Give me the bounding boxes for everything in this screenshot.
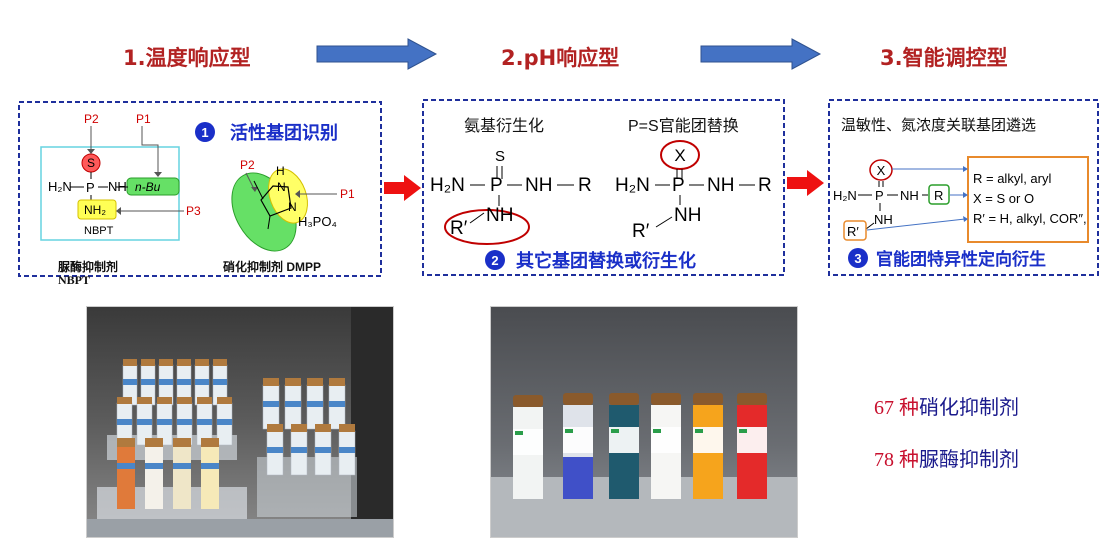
stat-text: 脲酶抑制剂	[919, 449, 1019, 471]
atom-x: X	[877, 163, 886, 178]
atom-h2n-right: H₂N	[615, 175, 650, 196]
heading-active-group: 活性基团识别	[230, 122, 338, 143]
panel-active-group-recognition: S P2 P1 H₂N P NH n-Bu NH₂ P3 NBPT 1 活性基团…	[18, 101, 382, 277]
atom-nh-right: NH	[707, 175, 734, 196]
stat-number: 78	[874, 449, 894, 471]
panel-group-substitution: 氨基衍生化 P=S官能团替换 S H₂N P NH R R′ NH X H₂N …	[422, 99, 785, 276]
stat-unit: 种	[899, 449, 919, 471]
atom-nh-right-lower: NH	[674, 205, 701, 226]
stat-text: 硝化抑制剂	[919, 397, 1019, 419]
atom-r: R	[934, 188, 943, 203]
atom-rprime: R′	[847, 224, 859, 239]
atom-n-bottom: N	[288, 200, 297, 214]
heading-directed-derivatization: 官能团特异性定向衍生	[876, 249, 1046, 269]
label-nbpt-box: NBPT	[84, 225, 114, 237]
arrow-right-icon	[316, 38, 438, 70]
stage-title-3: 3.智能调控型	[880, 46, 1008, 70]
def-line-1: R = alkyl, aryl	[973, 171, 1051, 186]
arrow-right-icon	[384, 175, 421, 201]
badge-number-1: 1	[201, 125, 208, 140]
caption-nbpt: NBPT	[58, 273, 91, 287]
atom-x: X	[674, 146, 685, 165]
atom-h2n: H₂N	[833, 188, 857, 203]
label-amino-derivatization: 氨基衍生化	[464, 117, 544, 135]
atom-nh-lower: NH	[486, 205, 513, 226]
badge-number-3: 3	[854, 251, 861, 266]
arrow-right-icon	[787, 170, 824, 196]
atom-n-top: N	[277, 180, 286, 194]
label-p3: P3	[186, 204, 201, 218]
label-p2: P2	[84, 112, 99, 126]
atom-p: P	[86, 180, 95, 195]
photo-colored-vials	[490, 306, 798, 538]
atom-p: P	[875, 188, 884, 203]
atom-h2n: H₂N	[48, 179, 72, 194]
caption-nitrification-inhibitor: 硝化抑制剂 DMPP	[223, 259, 321, 274]
arrow-right-icon	[700, 38, 822, 70]
stat-nitrification-count: 67 种硝化抑制剂	[874, 391, 1019, 420]
group-nh2: NH₂	[84, 203, 106, 217]
atom-nh: NH	[525, 175, 552, 196]
heading-group-substitution: 其它基团替换或衍生化	[516, 250, 696, 271]
caption-urease-inhibitor: 脲酶抑制剂	[58, 259, 118, 274]
panel-intelligent-regulation: 温敏性、氮浓度关联基团遴选 R = alkyl, aryl X = S or O…	[828, 99, 1099, 276]
atom-nh: NH	[900, 188, 919, 203]
atom-r: R	[578, 175, 592, 196]
def-line-2: X = S or O	[973, 191, 1034, 206]
photo-sample-vials-shelf	[86, 306, 394, 538]
atom-rprime-right: R′	[632, 221, 650, 242]
atom-p: P	[490, 175, 503, 196]
stage-title-1: 1.温度响应型	[123, 46, 251, 70]
atom-h-top: H	[276, 164, 285, 178]
label-group-screening: 温敏性、氮浓度关联基团遴选	[841, 117, 1036, 134]
group-n-bu: n-Bu	[135, 180, 161, 194]
atom-nh-lower: NH	[874, 212, 893, 227]
label-p1-dmpp: P1	[340, 187, 355, 201]
stat-unit: 种	[899, 397, 919, 419]
atom-rprime: R′	[450, 218, 468, 239]
stage-title-2: 2.pH响应型	[501, 46, 620, 70]
label-p2-dmpp: P2	[240, 158, 255, 172]
label-ps-replacement: P=S官能团替换	[628, 117, 739, 135]
atom-h2n: H₂N	[430, 175, 465, 196]
atom-h3po4: H₃PO₄	[298, 214, 337, 229]
badge-number-2: 2	[491, 253, 498, 268]
atom-s: S	[87, 156, 95, 170]
atom-s: S	[495, 148, 505, 165]
stat-urease-count: 78 种脲酶抑制剂	[874, 443, 1019, 472]
def-line-3: R′ = H, alkyl, COR″,	[973, 211, 1087, 226]
label-p1: P1	[136, 112, 151, 126]
atom-p-right: P	[672, 175, 685, 196]
atom-r-right: R	[758, 175, 772, 196]
stat-number: 67	[874, 397, 894, 419]
